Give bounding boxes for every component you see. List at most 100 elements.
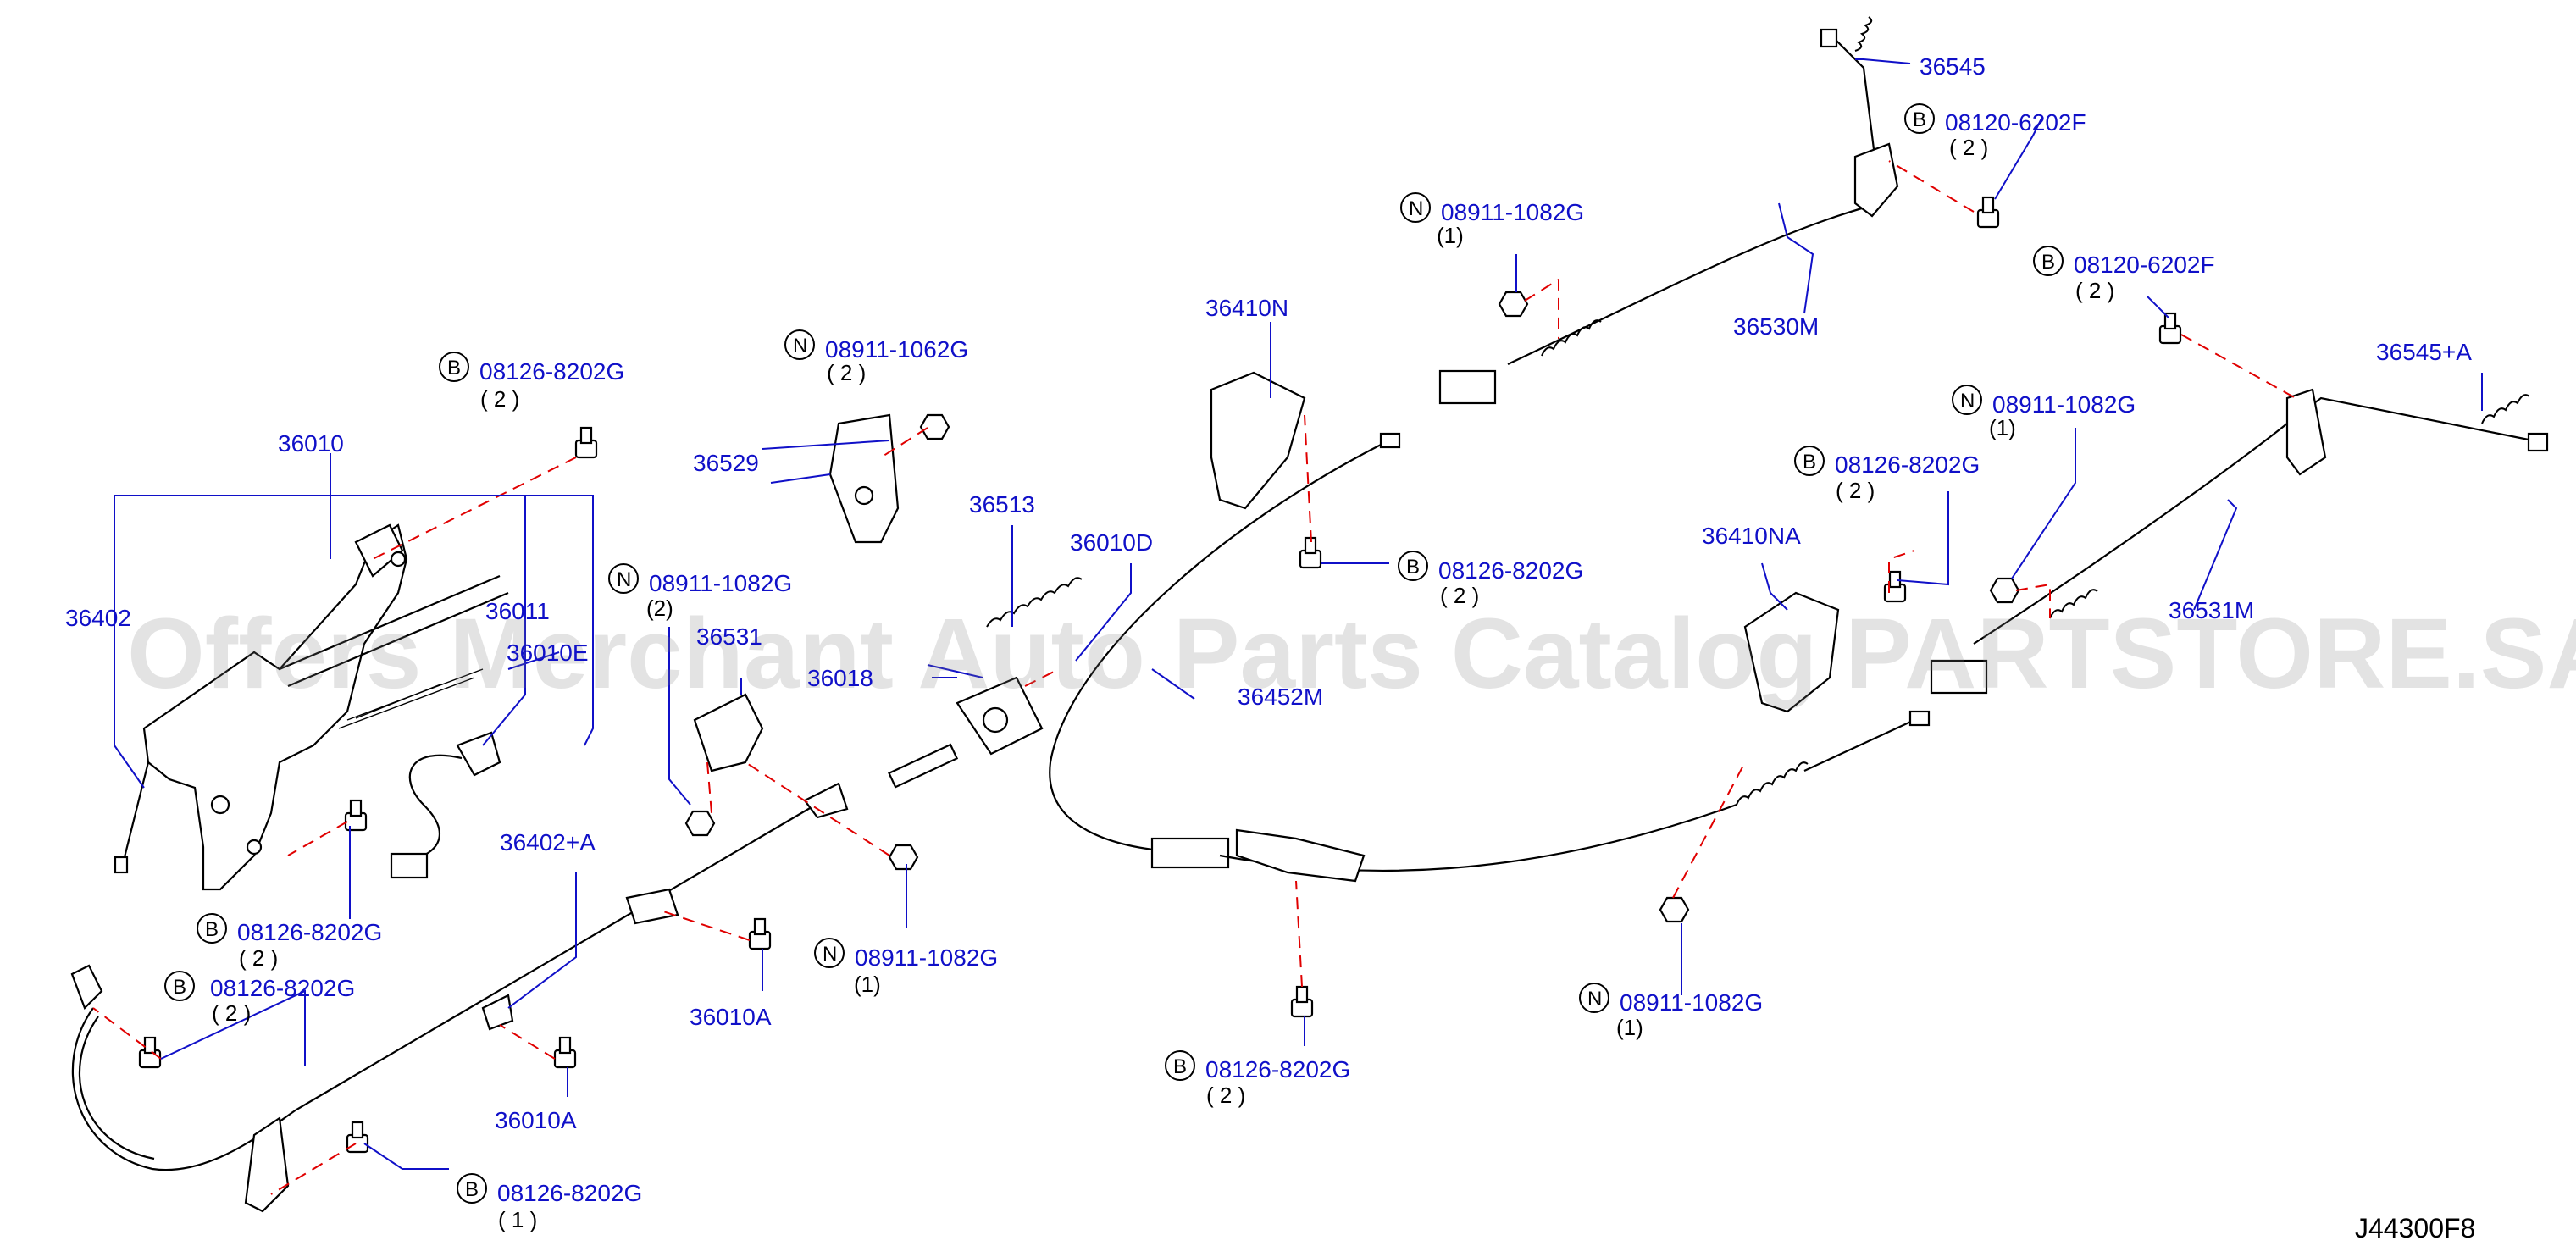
fastener-code[interactable]: 08911-1082G: [1620, 989, 1763, 1016]
part-label-36010[interactable]: 36010: [278, 430, 344, 457]
fastener-callout[interactable]: B 08126-8202G ( 1 ): [465, 1178, 642, 1232]
fastener-callout[interactable]: N 08911-1082G (1): [1960, 390, 2136, 440]
fastener-callout[interactable]: B 08126-8202G ( 2 ): [1803, 451, 1980, 503]
fastener-callout[interactable]: B 08120-6202F ( 2 ): [1913, 108, 2086, 160]
fastener-callout[interactable]: B 08120-6202F ( 2 ): [2041, 251, 2215, 303]
fastener-prefix: B: [447, 357, 461, 379]
fastener-prefix: N: [823, 943, 837, 966]
fastener-code[interactable]: 08911-1082G: [649, 570, 792, 596]
nut-icon: [1659, 896, 1690, 923]
fastener-glyphs: [138, 196, 2182, 1154]
part-label-36010a[interactable]: 36010A: [495, 1107, 577, 1133]
fastener-quantity: (1): [1437, 223, 1464, 248]
part-number-labels: 36010 36402 36011 36010E 36529 36513 360…: [65, 53, 2472, 1133]
fastener-code[interactable]: 08126-8202G: [497, 1180, 642, 1206]
fastener-code[interactable]: 08911-1082G: [1992, 391, 2136, 418]
part-label-36010e[interactable]: 36010E: [507, 640, 589, 666]
fastener-prefix: B: [1803, 451, 1816, 473]
fastener-quantity: ( 2 ): [1206, 1083, 1245, 1108]
bracket-36529: [828, 413, 900, 544]
fastener-prefix: N: [1960, 390, 1975, 413]
fastener-code[interactable]: 08126-8202G: [1438, 557, 1583, 584]
fastener-callout[interactable]: N 08911-1082G (1): [1409, 197, 1584, 248]
spring-36513: [986, 577, 1083, 628]
fastener-callout[interactable]: N 08911-1062G ( 2 ): [793, 335, 968, 385]
part-label-36402[interactable]: 36402: [65, 605, 131, 631]
part-label-36452m[interactable]: 36452M: [1238, 684, 1323, 710]
leader-lines: [114, 58, 2483, 1170]
cable-36530m: [1438, 16, 1899, 405]
fastener-callout[interactable]: N 08911-1082G (1): [823, 943, 998, 997]
diagram-code: J44300F8: [2355, 1213, 2475, 1243]
rear-cable-36452m: [1049, 432, 1931, 883]
fastener-prefix: N: [793, 335, 807, 357]
fastener-quantity: ( 2 ): [2075, 278, 2114, 303]
bolt-icon: [748, 917, 772, 950]
fastener-prefix: B: [2041, 251, 2055, 274]
fastener-code[interactable]: 08911-1062G: [825, 336, 968, 363]
bolt-icon: [1290, 985, 1314, 1018]
fastener-code[interactable]: 08126-8202G: [479, 358, 624, 385]
callout-circles: [164, 103, 2064, 1204]
fastener-quantity: ( 2 ): [827, 360, 866, 385]
fastener-prefix: N: [1587, 988, 1602, 1011]
front-cable-36402a: [70, 743, 959, 1213]
part-label-36531[interactable]: 36531: [696, 623, 762, 650]
fastener-code[interactable]: 08126-8202G: [210, 975, 355, 1001]
fastener-prefix: B: [205, 918, 219, 941]
nut-icon: [684, 810, 716, 837]
bolt-icon: [1883, 570, 1907, 603]
fastener-code[interactable]: 08126-8202G: [1205, 1056, 1350, 1083]
part-label-36530m[interactable]: 36530M: [1733, 313, 1819, 340]
watermark-text: Offers Merchant Auto Parts Catalog PARTS…: [127, 598, 2576, 710]
fastener-code[interactable]: 08120-6202F: [2074, 252, 2215, 278]
fastener-callout[interactable]: B 08126-8202G ( 2 ): [1173, 1055, 1350, 1108]
fastener-prefix: N: [1409, 197, 1423, 220]
fastener-quantity: ( 2 ): [480, 386, 519, 412]
fastener-prefix: B: [173, 976, 186, 999]
nut-icon: [888, 844, 919, 871]
fastener-code[interactable]: 08126-8202G: [237, 919, 382, 945]
part-label-36545[interactable]: 36545: [1920, 53, 1986, 80]
part-label-36402a[interactable]: 36402+A: [500, 829, 596, 856]
parking-brake-lever-assembly: [114, 523, 509, 891]
fastener-callout[interactable]: N 08911-1082G (2): [617, 568, 792, 621]
fastener-code[interactable]: 08911-1082G: [1441, 199, 1584, 225]
fastener-prefix: B: [1173, 1055, 1187, 1078]
fastener-quantity: ( 2 ): [239, 945, 278, 971]
part-label-36018[interactable]: 36018: [807, 665, 873, 691]
fastener-quantity: ( 2 ): [1949, 135, 1988, 160]
fastener-quantity: ( 2 ): [1836, 478, 1875, 503]
fastener-callout[interactable]: B 08126-8202G ( 2 ): [205, 918, 382, 971]
fastener-prefix: B: [465, 1178, 479, 1201]
fastener-code[interactable]: 08911-1082G: [855, 944, 998, 971]
part-label-36010a[interactable]: 36010A: [690, 1004, 772, 1030]
part-label-36531m[interactable]: 36531M: [2169, 597, 2254, 623]
fastener-callout[interactable]: B 08126-8202G ( 2 ): [173, 975, 355, 1026]
part-label-36410na[interactable]: 36410NA: [1702, 523, 1801, 549]
bolt-icon: [574, 426, 598, 459]
part-label-36010d[interactable]: 36010D: [1070, 529, 1153, 556]
fastener-quantity: (2): [646, 595, 673, 621]
bolt-icon: [2158, 312, 2182, 345]
part-label-36529[interactable]: 36529: [693, 450, 759, 476]
bolt-icon: [553, 1036, 577, 1069]
fastener-callout[interactable]: B 08126-8202G ( 2 ): [447, 357, 624, 412]
part-label-36410n[interactable]: 36410N: [1205, 295, 1288, 321]
nut-icon: [1498, 291, 1529, 318]
fastener-code[interactable]: 08126-8202G: [1835, 451, 1980, 478]
bolt-icon: [1976, 196, 2000, 229]
part-label-36545a[interactable]: 36545+A: [2376, 339, 2472, 365]
bolt-icon: [344, 799, 368, 832]
fastener-prefix: B: [1406, 556, 1420, 579]
brake-switch-harness: [390, 731, 501, 879]
fastener-callout[interactable]: N 08911-1082G (1): [1587, 988, 1763, 1040]
fastener-quantity: ( 2 ): [212, 1000, 251, 1026]
part-label-36011[interactable]: 36011: [485, 598, 550, 624]
bolt-icon: [138, 1036, 162, 1069]
fastener-quantity: (1): [854, 972, 881, 997]
fastener-code[interactable]: 08120-6202F: [1945, 109, 2086, 136]
part-label-36513[interactable]: 36513: [969, 491, 1035, 518]
fastener-callout[interactable]: B 08126-8202G ( 2 ): [1406, 556, 1583, 608]
